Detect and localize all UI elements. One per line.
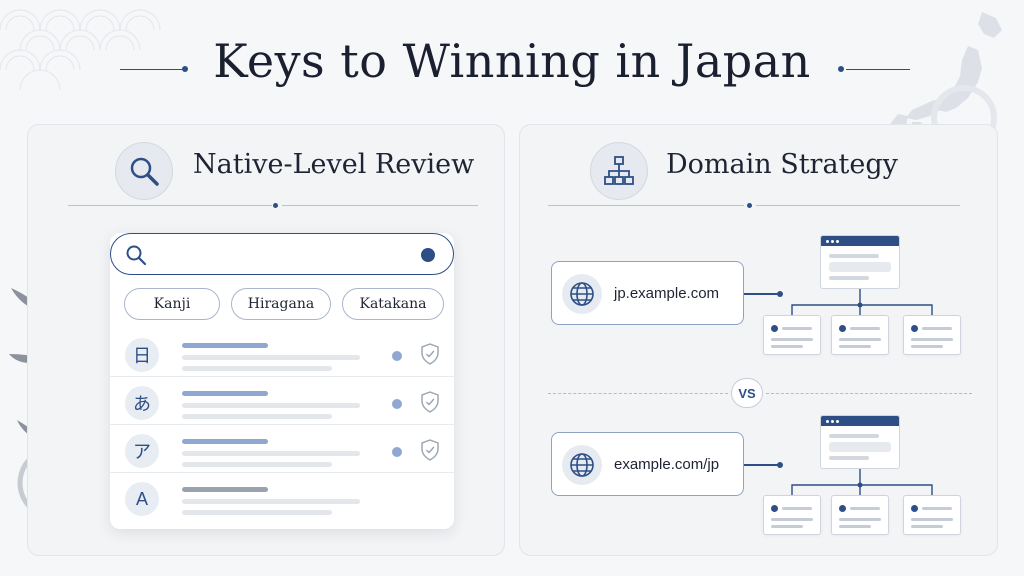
text-line [182, 462, 332, 467]
shield-check-icon [421, 343, 439, 365]
status-dot [392, 351, 402, 361]
panel-rule-left [68, 205, 272, 206]
search-card: Kanji Hiragana Katakana 日 あ [110, 233, 454, 529]
text-line [182, 487, 268, 492]
text-line [182, 343, 268, 348]
title-row: Keys to Winning in Japan [0, 34, 1024, 104]
shield-check-icon [421, 439, 439, 461]
homepage-window [820, 415, 900, 469]
text-line [182, 510, 332, 515]
title-right-rule [846, 69, 910, 70]
text-line [182, 414, 332, 419]
kanji-glyph: 日 [125, 338, 159, 372]
seigaiha-wave-pattern [0, 9, 161, 91]
panel-rule-dot [273, 203, 278, 208]
domain-label: example.com/jp [614, 456, 720, 473]
subpage-card [903, 495, 961, 535]
text-line [182, 499, 360, 504]
panel-rule-dot [747, 203, 752, 208]
subpage-card [831, 315, 889, 355]
tree-lines [791, 469, 933, 495]
search-status-dot [421, 248, 435, 262]
panel-heading-domain-strategy: Domain Strategy [666, 149, 898, 180]
text-line [182, 451, 360, 456]
status-dot [392, 447, 402, 457]
list-item: ア [110, 426, 454, 473]
globe-icon [562, 445, 602, 485]
native-review-panel: Native-Level Review Kanji Hiragana Katak… [27, 124, 505, 556]
subdomain-option: jp.example.com [551, 261, 744, 325]
vs-badge: VS [731, 378, 763, 408]
sitemap-icon [590, 142, 648, 200]
text-line [182, 355, 360, 360]
list-item: 日 [110, 330, 454, 377]
status-dot [392, 399, 402, 409]
globe-icon [562, 274, 602, 314]
shield-check-icon [421, 391, 439, 413]
panel-heading-native-review: Native-Level Review [193, 149, 475, 180]
text-line [182, 403, 360, 408]
text-line [182, 439, 268, 444]
list-item: A [110, 474, 454, 521]
connector-line [744, 464, 780, 466]
site-tree-diagram [760, 415, 965, 535]
katakana-glyph: ア [125, 434, 159, 468]
vs-rule-left [548, 393, 728, 394]
text-line [182, 391, 268, 396]
search-input[interactable] [110, 233, 454, 275]
subpage-card [831, 495, 889, 535]
chip-katakana[interactable]: Katakana [342, 288, 444, 320]
subdirectory-option: example.com/jp [551, 432, 744, 496]
panel-rule-right [756, 205, 960, 206]
title-left-dot [182, 66, 188, 72]
latin-glyph: A [125, 482, 159, 516]
domain-strategy-panel: Domain Strategy jp.example.com [519, 124, 998, 556]
site-tree-diagram [760, 235, 965, 355]
chip-kanji[interactable]: Kanji [124, 288, 220, 320]
magnifier-icon [115, 142, 173, 200]
search-icon [126, 245, 147, 266]
subpage-card [903, 315, 961, 355]
subpage-card [763, 495, 821, 535]
connector-line [744, 293, 780, 295]
connector-dot [777, 290, 783, 297]
panel-rule-right [282, 205, 478, 206]
chip-hiragana[interactable]: Hiragana [231, 288, 331, 320]
domain-label: jp.example.com [614, 285, 720, 302]
list-item: あ [110, 378, 454, 425]
vs-rule-right [766, 393, 972, 394]
text-line [182, 366, 332, 371]
homepage-window [820, 235, 900, 289]
hiragana-glyph: あ [125, 386, 159, 420]
subpage-card [763, 315, 821, 355]
tree-lines [791, 289, 933, 315]
panel-rule-left [548, 205, 744, 206]
connector-dot [777, 461, 783, 468]
title-left-rule [120, 69, 184, 70]
page-title: Keys to Winning in Japan [213, 34, 811, 88]
title-right-dot [838, 66, 844, 72]
